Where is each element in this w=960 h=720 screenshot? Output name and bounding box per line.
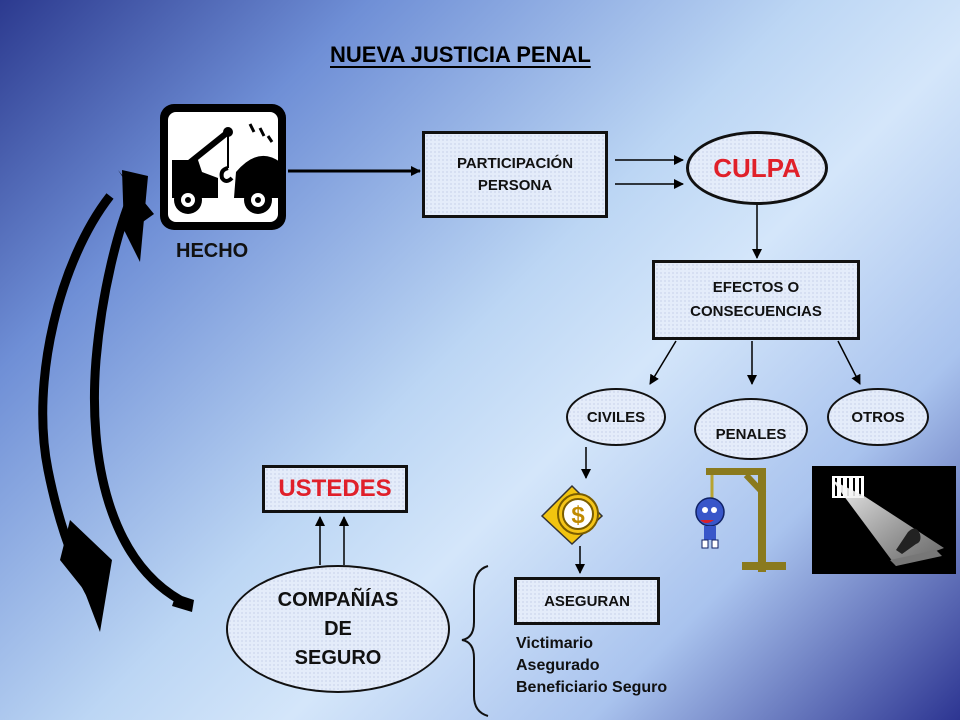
cycle-arrow-up (89, 194, 183, 604)
dollar-coin-icon: $ (540, 484, 604, 546)
participacion-line2: PERSONA (477, 176, 553, 194)
efectos-line1: EFECTOS O (712, 279, 800, 296)
svg-text:$: $ (571, 502, 585, 529)
ustedes-box: USTEDES (262, 465, 408, 513)
prison-cell-icon-frame (812, 466, 956, 574)
penales-label: PENALES (715, 425, 787, 443)
companias-line3: SEGURO (294, 646, 382, 669)
parties-brace (461, 565, 489, 717)
hecho-icon-frame (158, 102, 288, 232)
prison-cell-icon (832, 476, 944, 566)
party-asegurado: Asegurado (516, 657, 600, 674)
gallows-icon-frame (686, 464, 792, 574)
civiles-label: CIVILES (586, 408, 646, 426)
arrow-efectos-to-otros (837, 340, 861, 385)
culpa-node: CULPA (686, 131, 828, 205)
hecho-label: HECHO (176, 240, 249, 262)
aseguran-label: ASEGURAN (544, 592, 630, 610)
otros-label: OTROS (851, 408, 905, 426)
culpa-label: CULPA (713, 152, 801, 183)
cycle-arrow-up-tail (172, 594, 194, 612)
companias-de-seguro-node: COMPAÑÍAS DE SEGURO (226, 565, 450, 693)
cycle-arrow-down-head (60, 520, 112, 632)
companias-line2: DE (324, 617, 352, 640)
parties-list: Victimario Asegurado Beneficiario Seguro (516, 633, 667, 699)
cycle-arrow-up-head (118, 170, 154, 234)
efectos-consecuencias-box: EFECTOS O CONSECUENCIAS (652, 260, 860, 340)
otros-node: OTROS (827, 388, 929, 446)
tow-truck-icon (160, 104, 286, 230)
ustedes-label: USTEDES (278, 475, 392, 502)
cycle-arrows (38, 170, 194, 632)
cycle-arrow-up-head-wing (122, 170, 148, 262)
participacion-line1: PARTICIPACIÓN (456, 154, 574, 172)
civiles-node: CIVILES (566, 388, 666, 446)
penales-node: PENALES (694, 398, 808, 460)
gallows-icon (695, 468, 786, 572)
page-title: NUEVA JUSTICIA PENAL (330, 42, 591, 67)
efectos-line2: CONSECUENCIAS (690, 303, 822, 320)
dollar-coin-icon-frame: $ (538, 480, 608, 546)
participacion-persona-box: PARTICIPACIÓN PERSONA (422, 131, 608, 218)
party-beneficiario-seguro: Beneficiario Seguro (516, 679, 668, 696)
companias-line1: COMPAÑÍAS (277, 588, 399, 611)
aseguran-box: ASEGURAN (514, 577, 660, 625)
arrow-efectos-to-civiles (649, 340, 677, 385)
party-victimario: Victimario (516, 635, 594, 652)
